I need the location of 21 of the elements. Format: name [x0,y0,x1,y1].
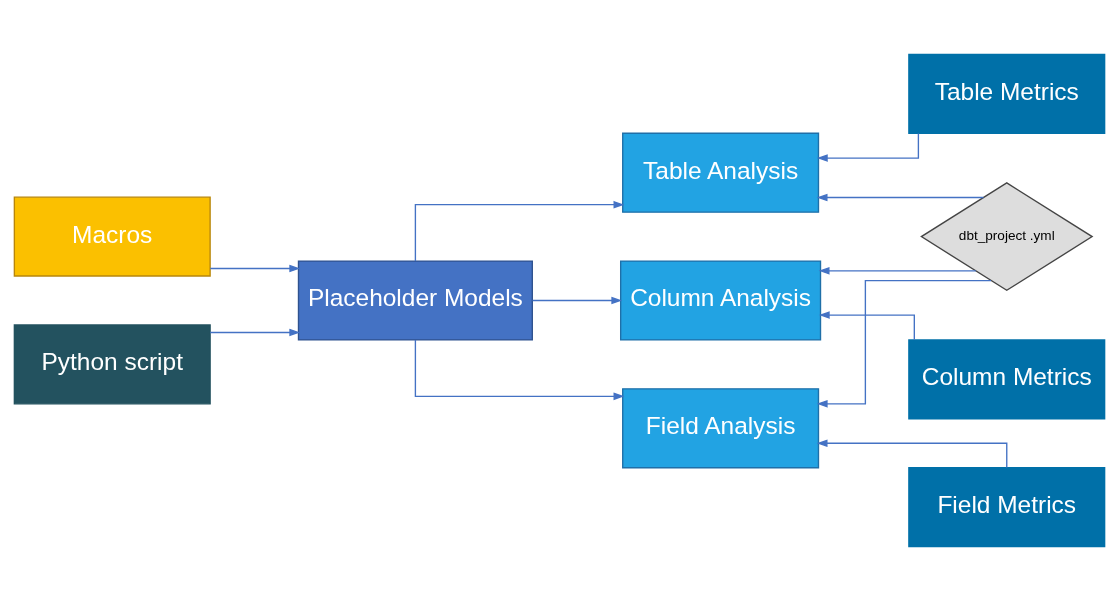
node-box: Column Metrics [908,339,1106,420]
arrow [816,439,1008,469]
arrow [818,267,977,275]
arrow [414,200,625,262]
node-box: Field Analysis [622,388,820,469]
node-box: Field Metrics [908,467,1106,548]
node-box: Table Analysis [622,132,820,213]
arrow [209,328,301,337]
arrow [818,311,915,341]
node-box: Placeholder Models [297,260,533,341]
node-box: Python script [13,324,211,405]
node-box: Macros [13,196,211,277]
arrow [414,339,625,401]
arrow [816,279,992,408]
arrow [209,264,301,273]
arrow [531,296,623,305]
arrow [816,193,985,202]
node-box: Table Metrics [908,53,1106,134]
arrow [816,132,920,162]
node-diamond: dbt_project .yml [920,182,1094,292]
node-box: Column Analysis [620,260,822,341]
